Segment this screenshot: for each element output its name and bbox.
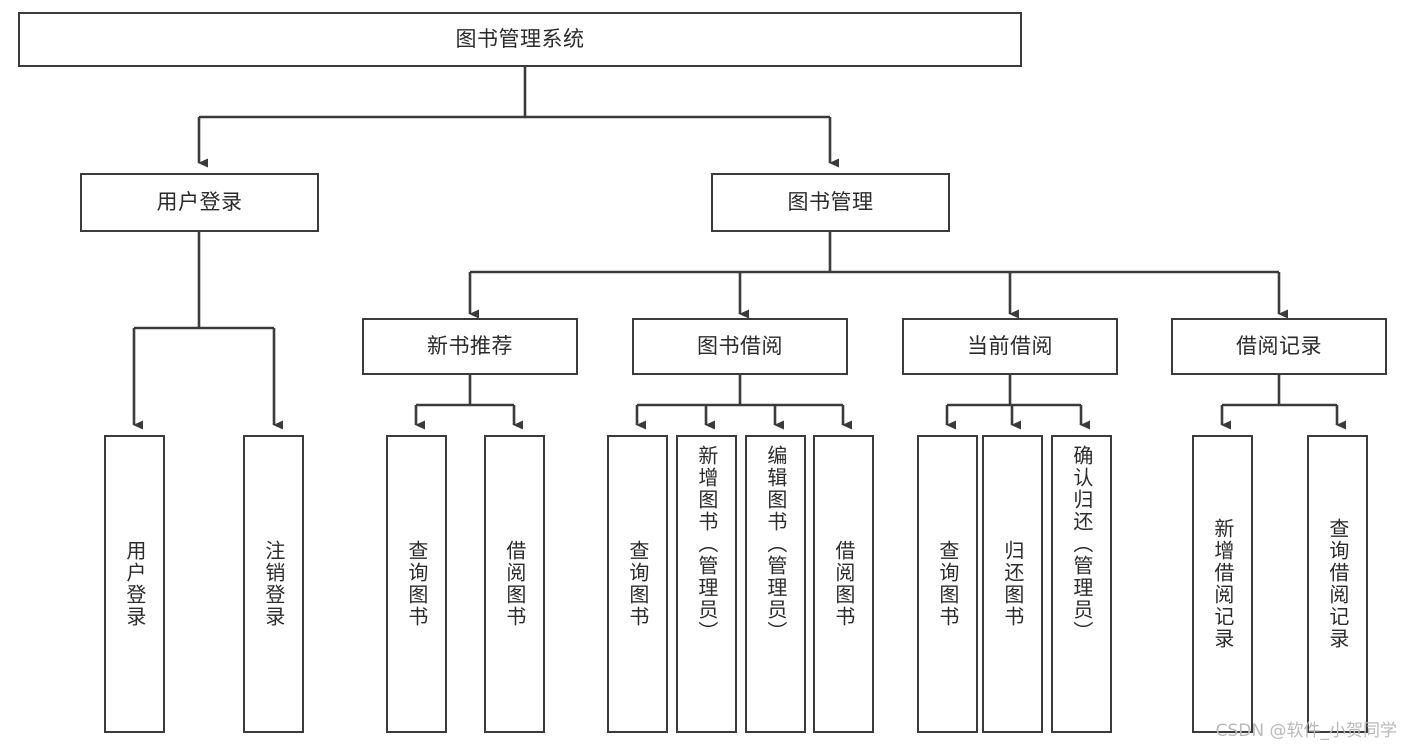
node-label: 查询图书 — [625, 540, 650, 628]
node-borrow-record[interactable]: 借阅记录 — [1171, 318, 1387, 375]
node-label: 编辑图书（管理员） — [763, 445, 788, 643]
node-new-book-recommend[interactable]: 新书推荐 — [362, 318, 578, 375]
node-label: 归还图书 — [1000, 540, 1025, 628]
node-label: 注销登录 — [261, 540, 286, 628]
node-leaf-confirm-return[interactable]: 确认归还（管理员） — [1051, 435, 1112, 733]
node-root-system[interactable]: 图书管理系统 — [18, 12, 1022, 67]
node-leaf-query-book-3[interactable]: 查询图书 — [917, 435, 978, 733]
node-leaf-borrow-book-2[interactable]: 借阅图书 — [813, 435, 874, 733]
node-leaf-query-record[interactable]: 查询借阅记录 — [1307, 435, 1368, 733]
node-leaf-add-record[interactable]: 新增借阅记录 — [1192, 435, 1253, 733]
node-label: 查询借阅记录 — [1325, 518, 1350, 650]
node-label: 借阅图书 — [831, 540, 856, 628]
node-leaf-query-book-1[interactable]: 查询图书 — [386, 435, 447, 733]
node-leaf-return-book[interactable]: 归还图书 — [982, 435, 1043, 733]
node-current-borrow[interactable]: 当前借阅 — [902, 318, 1118, 375]
node-label: 用户登录 — [156, 190, 243, 215]
node-label: 图书管理 — [787, 190, 874, 215]
node-label: 查询图书 — [404, 540, 429, 628]
node-label: 新书推荐 — [427, 334, 513, 359]
node-label: 查询图书 — [935, 540, 960, 628]
node-label: 借阅图书 — [502, 540, 527, 628]
node-label: 确认归还（管理员） — [1069, 445, 1094, 643]
node-leaf-user-logout[interactable]: 注销登录 — [243, 435, 304, 733]
node-leaf-borrow-book-1[interactable]: 借阅图书 — [484, 435, 545, 733]
node-label: 图书借阅 — [697, 334, 783, 359]
node-label: 用户登录 — [122, 540, 147, 628]
node-leaf-user-login[interactable]: 用户登录 — [104, 435, 165, 733]
node-label: 图书管理系统 — [455, 27, 585, 52]
node-label: 新增借阅记录 — [1210, 518, 1235, 650]
node-label: 借阅记录 — [1236, 334, 1322, 359]
node-book-borrow[interactable]: 图书借阅 — [632, 318, 848, 375]
node-label: 当前借阅 — [967, 334, 1053, 359]
node-leaf-query-book-2[interactable]: 查询图书 — [607, 435, 668, 733]
node-label: 新增图书（管理员） — [694, 445, 719, 643]
node-leaf-add-book[interactable]: 新增图书（管理员） — [676, 435, 737, 733]
node-book-management[interactable]: 图书管理 — [711, 173, 950, 232]
node-leaf-edit-book[interactable]: 编辑图书（管理员） — [745, 435, 806, 733]
node-user-login[interactable]: 用户登录 — [80, 173, 319, 232]
